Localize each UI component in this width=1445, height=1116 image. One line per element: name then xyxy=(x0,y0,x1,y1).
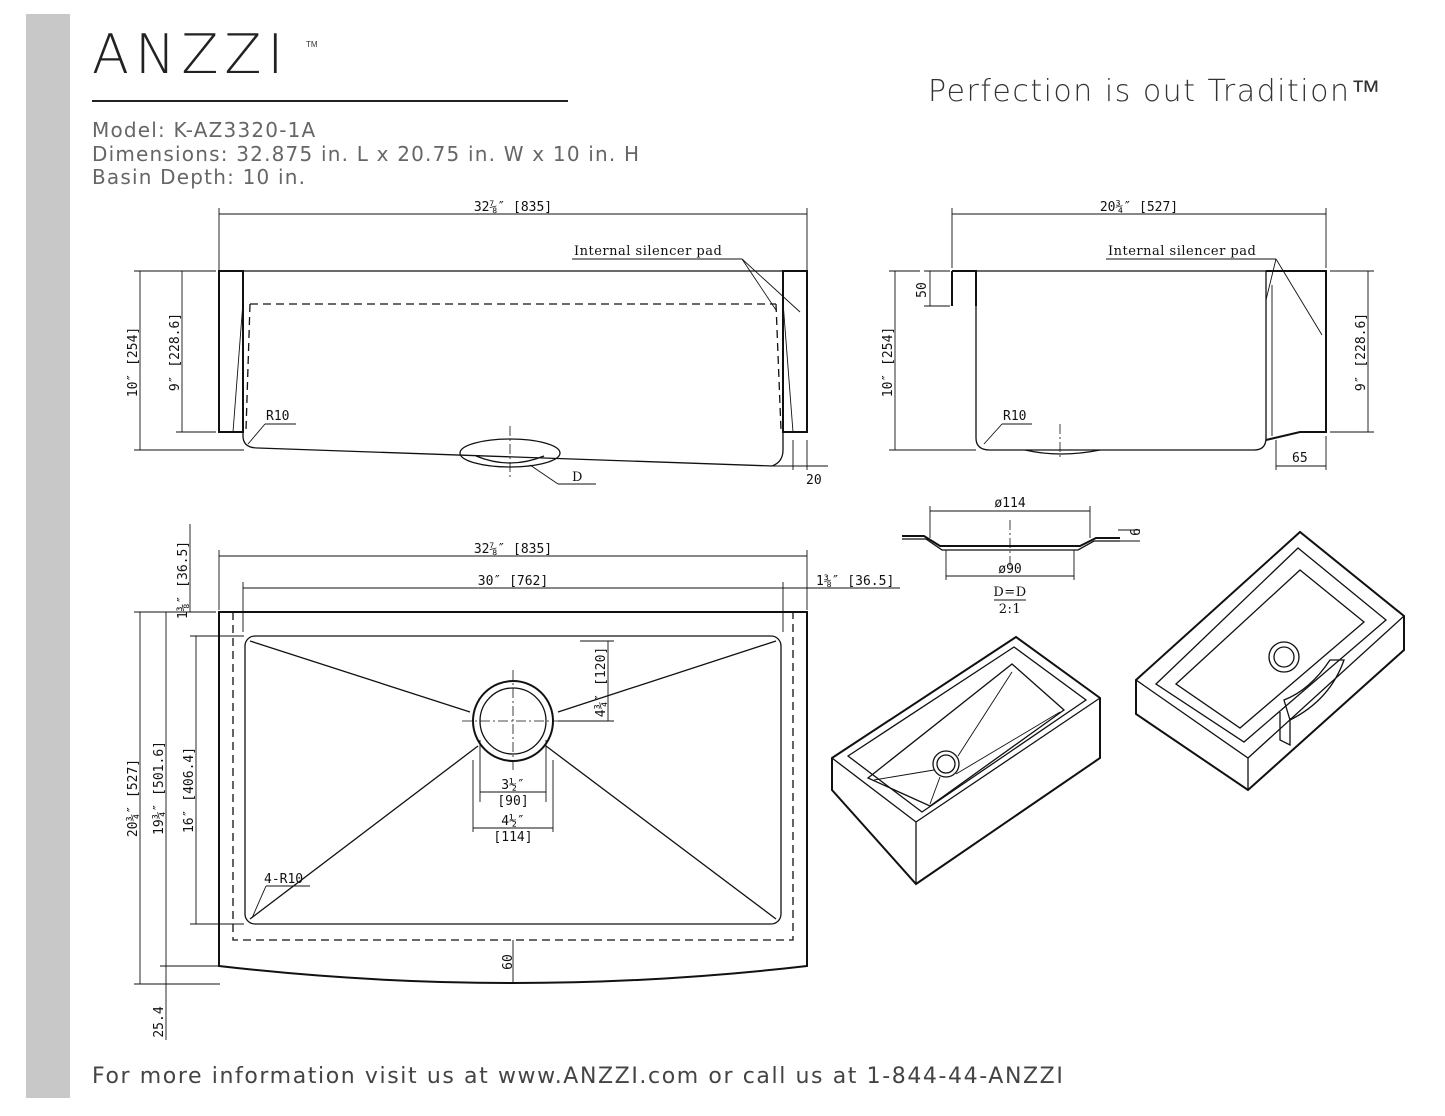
front-radius-label: R10 xyxy=(266,409,289,424)
trademark-mark: TM xyxy=(306,40,318,49)
front-width-dim: 32⅞″ [835] xyxy=(474,200,552,215)
top-bowl-width-dim: 30″ [762] xyxy=(478,574,548,589)
drain-inner-mm: [90] xyxy=(497,794,528,809)
footer-contact: For more information visit us at www.ANZ… xyxy=(92,1064,1065,1089)
drain-detail: ø114 ø90 6 D=D 2:1 xyxy=(902,496,1144,617)
detail-section-label: D=D xyxy=(993,585,1026,600)
side-inner-height-dim: 9″ [228.6] xyxy=(1354,313,1369,391)
drain-offset-inch: 4¾″ [120] xyxy=(594,647,609,717)
drain-outer-inch: 4½″ xyxy=(501,814,524,829)
top-bowl-depth-dim: 16″ [406.4] xyxy=(182,747,197,833)
front-inner-height-dim: 9″ [228.6] xyxy=(168,313,183,391)
side-bar xyxy=(26,14,70,1098)
corner-radius-label: 4-R10 xyxy=(264,872,303,887)
detail-scale-label: 2:1 xyxy=(999,602,1021,617)
isometric-view-front xyxy=(831,635,1101,886)
side-flange-dim: 50 xyxy=(915,282,930,298)
brand-logo: ANZZI xyxy=(92,23,290,86)
side-height-dim: 10″ [254] xyxy=(881,327,896,397)
bottom-offset-dim: 25.4 xyxy=(152,1006,167,1037)
drain-inner-dim: ø90 xyxy=(998,562,1021,577)
drain-inner-inch: 3½″ xyxy=(501,778,524,793)
front-view: 32⅞″ [835] Internal silencer pad R10 D 2… xyxy=(126,200,828,488)
basin-depth-text: Basin Depth: 10 in. xyxy=(92,165,307,189)
top-right-margin-dim: 1⅜″ [36.5] xyxy=(816,574,894,589)
apron-curve-dim: 60 xyxy=(501,954,516,970)
drain-outer-dim: ø114 xyxy=(994,496,1025,511)
front-lip-dim: 20 xyxy=(806,473,822,488)
drain-thickness-dim: 6 xyxy=(1129,528,1144,536)
top-view: 32⅞″ [835] 30″ [762] 1⅜″ [36.5] 3½″ [90]… xyxy=(126,524,900,1040)
side-silencer-label: Internal silencer pad xyxy=(1108,244,1256,259)
isometric-view-back xyxy=(1135,530,1405,792)
tagline: Perfection is out Tradition™ xyxy=(928,74,1382,109)
detail-d-label: D xyxy=(572,470,583,485)
front-silencer-label: Internal silencer pad xyxy=(574,244,722,259)
drain-outer-mm: [114] xyxy=(493,830,532,845)
model-text: Model: K-AZ3320-1A xyxy=(92,118,317,142)
top-left-margin-dim: 1⅜″ [36.5] xyxy=(176,541,191,619)
top-depth-dim: 20¾″ [527] xyxy=(126,759,141,837)
dimensions-text: Dimensions: 32.875 in. L x 20.75 in. W x… xyxy=(92,142,641,166)
side-width-dim: 20¾″ [527] xyxy=(1100,200,1178,215)
top-overall-width-dim: 32⅞″ [835] xyxy=(474,542,552,557)
header-rule xyxy=(92,100,568,102)
top-depth-inner-dim: 19¾″ [501.6] xyxy=(152,741,167,835)
side-radius-label: R10 xyxy=(1003,409,1026,424)
side-view: 20¾″ [527] Internal silencer pad R10 50 … xyxy=(881,200,1374,470)
front-height-dim: 10″ [254] xyxy=(126,327,141,397)
side-apron-dim: 65 xyxy=(1292,451,1308,466)
